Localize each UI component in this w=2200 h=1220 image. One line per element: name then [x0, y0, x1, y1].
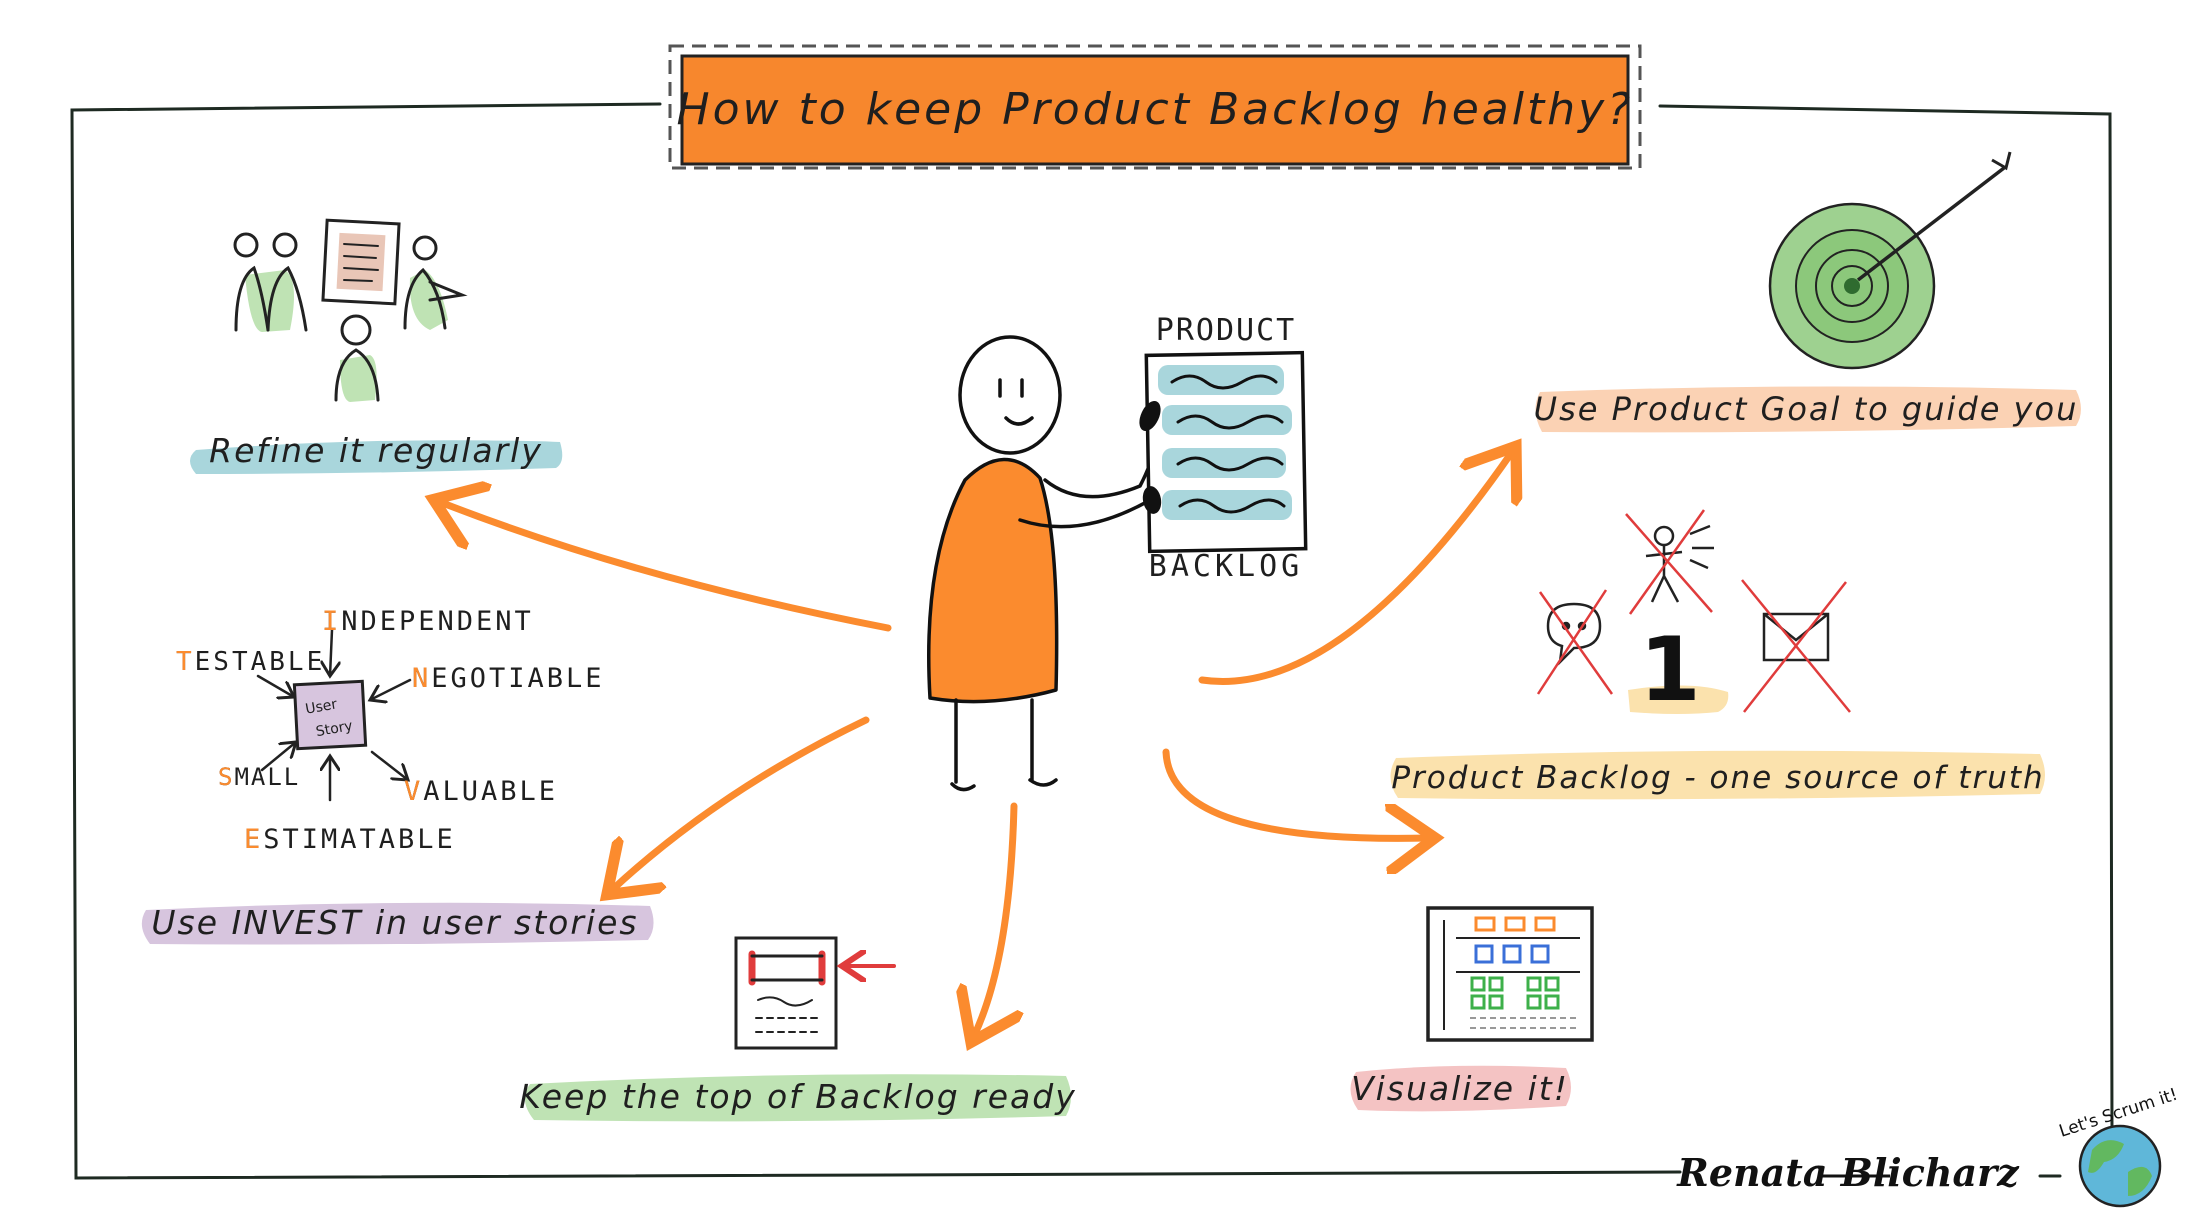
svg-text:I: I: [322, 606, 338, 637]
invest-initials: I N V E S T: [176, 606, 428, 855]
number-one-icon: 1: [1628, 618, 1729, 721]
invest-valuable: VALUABLE: [404, 776, 558, 807]
arrow-top-ready: [974, 802, 1014, 1036]
arrow-goal: [1198, 452, 1512, 685]
arrow-visualize: [1162, 748, 1428, 838]
document-title-top: PRODUCT: [1156, 313, 1296, 348]
product-backlog-document: PRODUCT BACKLOG: [1139, 313, 1308, 584]
backlog-list-icon: [734, 936, 896, 1050]
person-crossed-icon: [1625, 509, 1714, 615]
signature: Renata Blicharz: [1676, 1150, 2020, 1195]
svg-text:S: S: [218, 763, 232, 791]
outer-frame: [70, 102, 2114, 1180]
user-story-card: [292, 679, 368, 751]
one-source-label: Product Backlog - one source of truth: [1391, 760, 2044, 796]
goal-label: Use Product Goal to guide you: [1534, 390, 2079, 428]
product-owner-figure: [927, 335, 1162, 792]
invest-small: SMALL: [218, 763, 300, 791]
one-source-section: 1 Product Backlog - one source of truth: [1390, 509, 2045, 800]
top-ready-highlight: [524, 1074, 1071, 1122]
mail-crossed-icon: [1741, 579, 1851, 713]
invest-independent: INDEPENDENT: [322, 606, 534, 637]
visualize-section: Visualize it!: [1350, 906, 1594, 1112]
refine-label: Refine it regularly: [209, 431, 543, 470]
top-ready-label: Keep the top of Backlog ready: [519, 1077, 1077, 1116]
team-meeting-icon: [233, 218, 468, 402]
goal-section: Use Product Goal to guide you: [1534, 151, 2081, 433]
goal-highlight: [1535, 386, 2081, 433]
title-box: How to keep Product Backlog healthy?: [668, 44, 1642, 170]
arrows: [440, 452, 1512, 1036]
page-title: How to keep Product Backlog healthy?: [676, 84, 1633, 135]
svg-text:V: V: [404, 776, 420, 807]
svg-text:E: E: [244, 824, 260, 855]
comment-crossed-icon: [1536, 589, 1614, 695]
one-source-highlight: [1390, 750, 2045, 800]
invest-negotiable: NEGOTIABLE: [412, 663, 605, 694]
visualize-highlight: [1350, 1065, 1571, 1112]
svg-text:N: N: [412, 663, 428, 694]
top-ready-section: Keep the top of Backlog ready: [519, 936, 1077, 1122]
svg-text:T: T: [176, 647, 192, 677]
invest-label: Use INVEST in user stories: [151, 903, 638, 942]
signature-text: Renata Blicharz: [1676, 1150, 2020, 1195]
arrow-refine: [440, 502, 892, 632]
arrow-invest: [612, 716, 870, 890]
visualize-label: Visualize it!: [1351, 1069, 1569, 1108]
kanban-board-icon: [1426, 906, 1594, 1042]
target-icon: [1768, 151, 2012, 370]
single-source-number: 1: [1639, 618, 1700, 721]
user-story-text-1: User: [304, 696, 338, 717]
refine-section: Refine it regularly: [190, 218, 563, 474]
invest-estimatable: ESTIMATABLE: [244, 824, 456, 855]
invest-testable: TESTABLE: [176, 647, 325, 677]
invest-diagram: User Story INDEPENDENT NEGOTIABLE VALUAB…: [141, 606, 654, 945]
invest-highlight: [141, 902, 654, 945]
document-title-bottom: BACKLOG: [1149, 549, 1303, 584]
lets-scrum-it-logo: Let's Scrum it!: [2057, 1085, 2180, 1208]
user-story-text-2: Story: [315, 718, 354, 740]
refine-highlight: [190, 440, 563, 474]
